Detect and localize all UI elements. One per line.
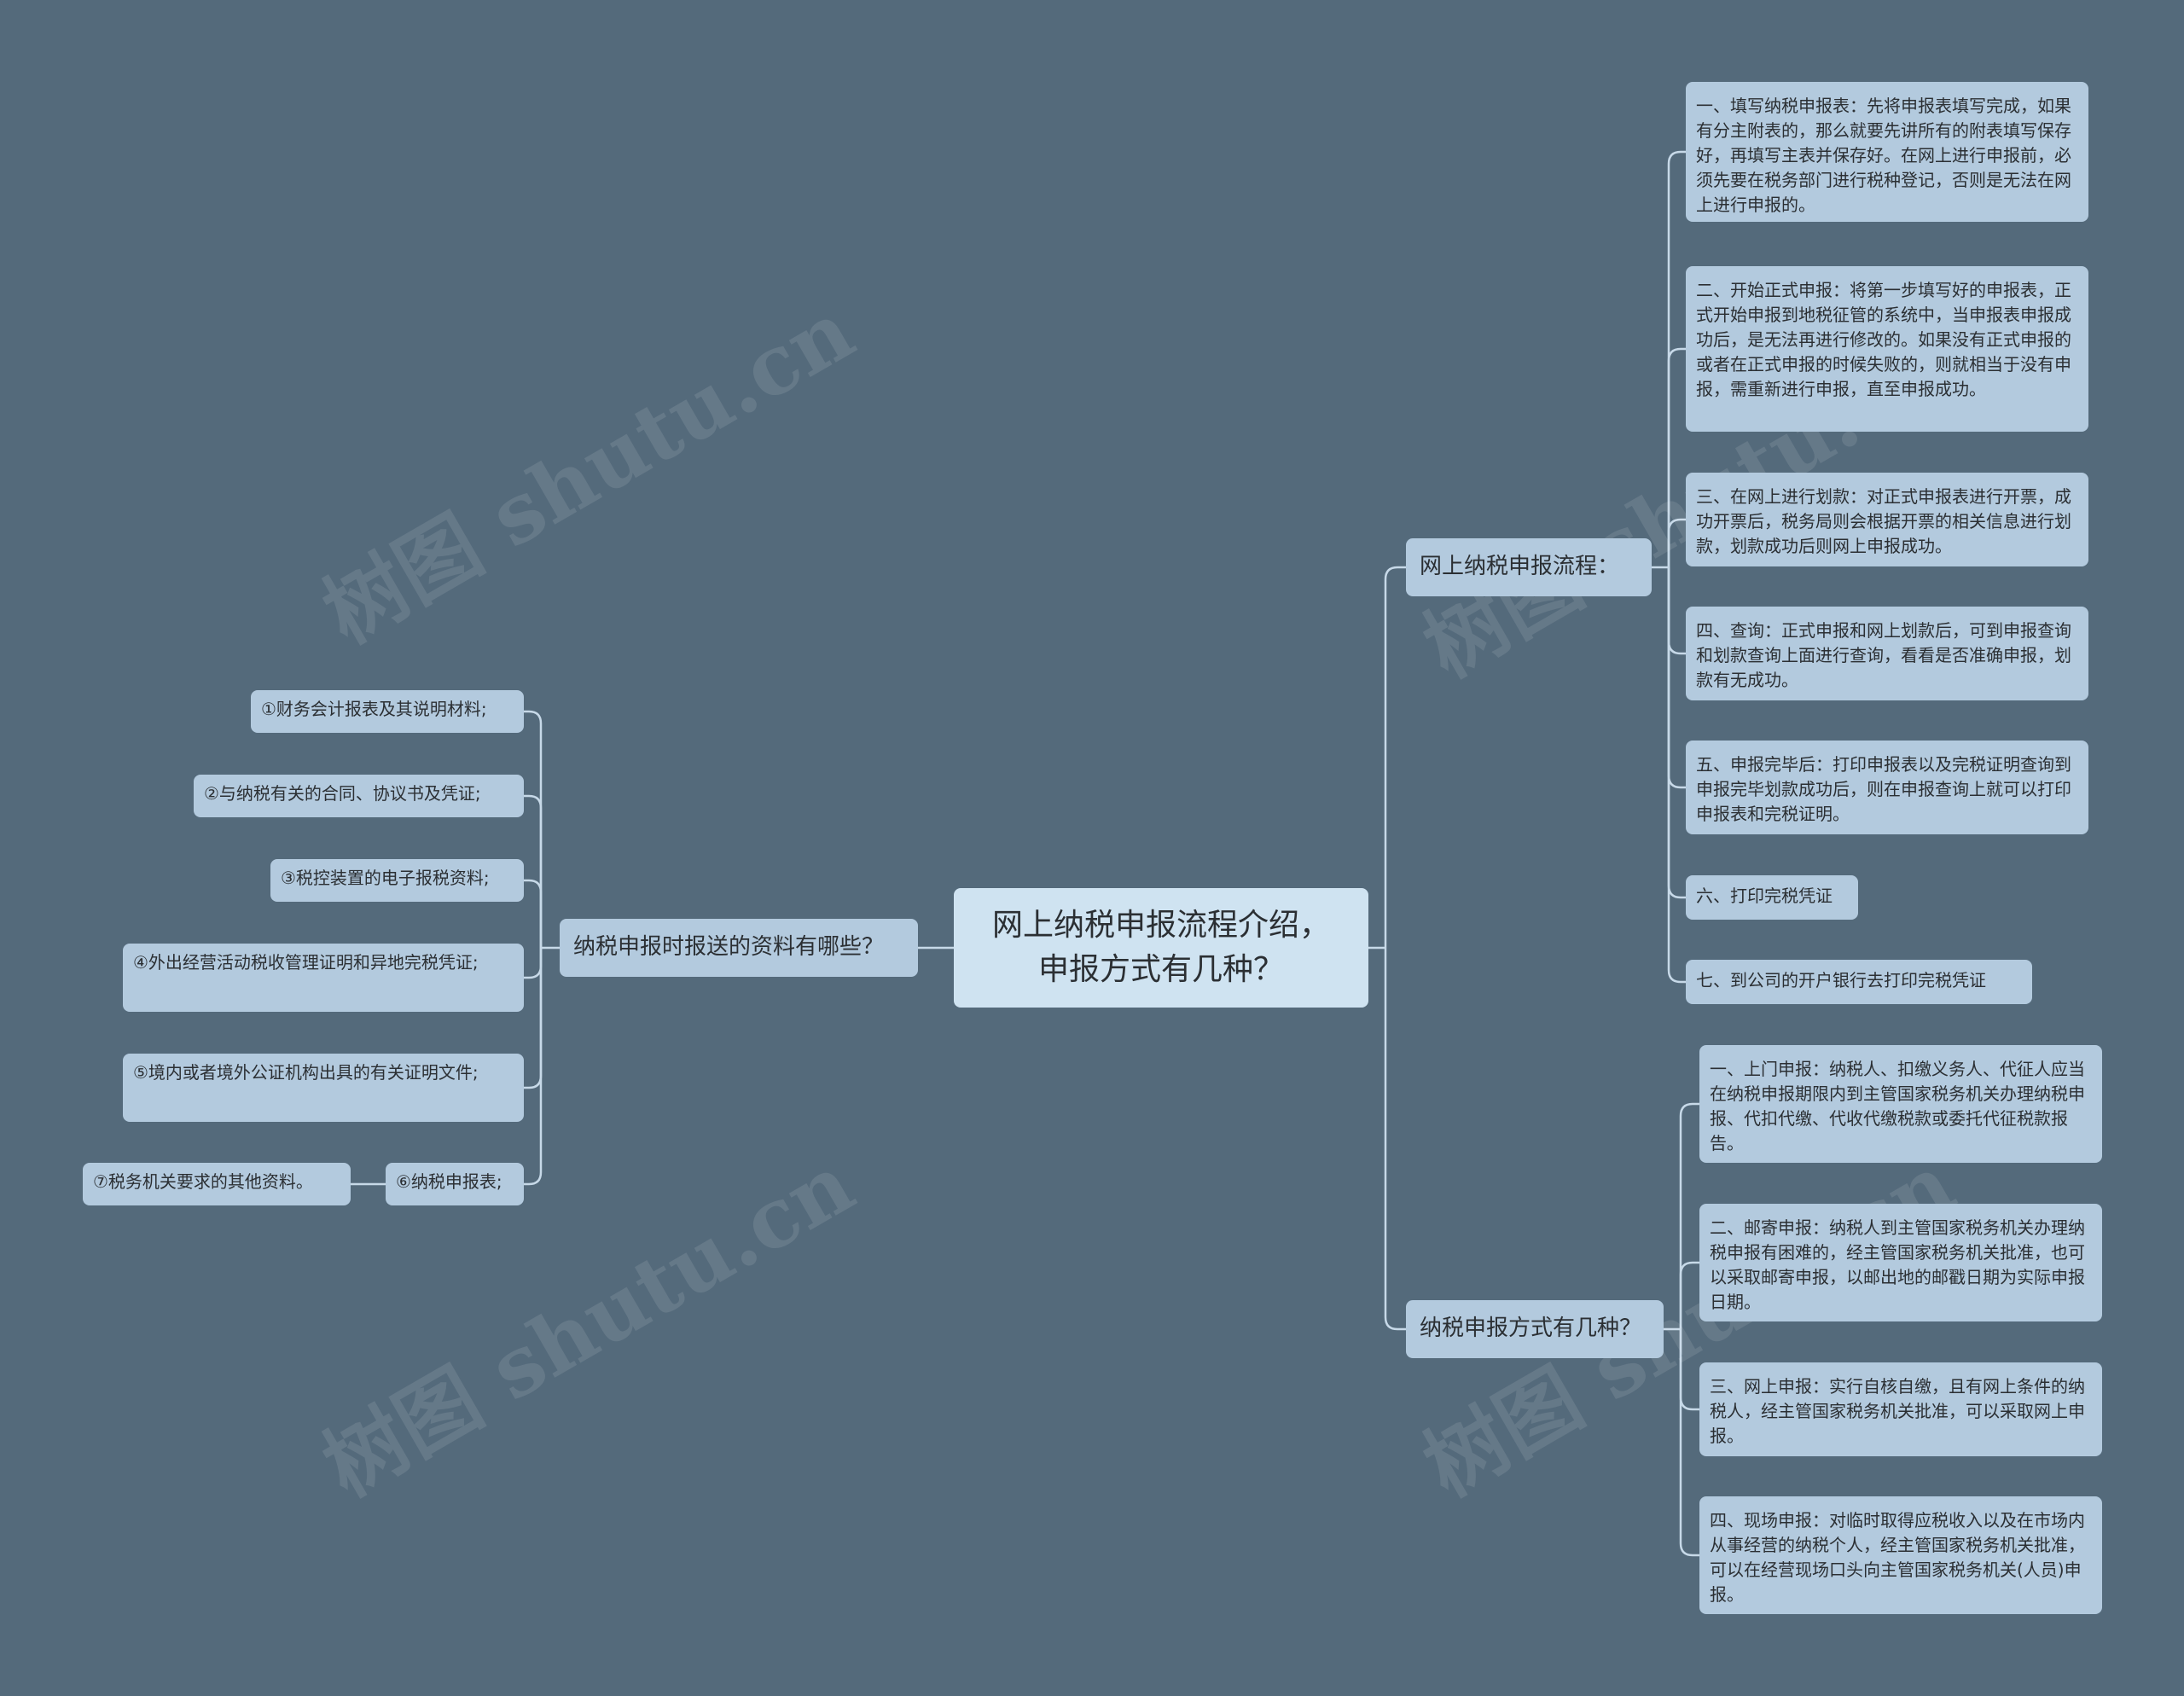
branch-to-leaf-connector xyxy=(1667,567,1686,984)
branch-to-leaf-connector xyxy=(1667,150,1686,567)
material-item[interactable]: ③税控装置的电子报税资料; xyxy=(270,859,524,902)
branch-to-leaf-connector xyxy=(1667,567,1686,789)
material-item[interactable]: ④外出经营活动税收管理证明和异地完税凭证; xyxy=(123,944,524,1012)
branch-to-leaf-connector xyxy=(524,710,543,948)
branch-to-leaf-connector xyxy=(1679,1329,1699,1411)
material-item[interactable]: ①财务会计报表及其说明材料; xyxy=(251,690,524,733)
material-item[interactable]: ②与纳税有关的合同、协议书及凭证; xyxy=(194,775,524,817)
branch-to-leaf-connector xyxy=(524,948,543,1089)
root-to-branch-connector xyxy=(1384,948,1406,1331)
branch-to-leaf-connector xyxy=(524,948,543,1186)
branch-to-leaf-connector xyxy=(1679,1102,1699,1329)
material-item[interactable]: ⑤境内或者境外公证机构出具的有关证明文件; xyxy=(123,1054,524,1122)
material-sub-item[interactable]: ⑦税务机关要求的其他资料。 xyxy=(83,1163,351,1205)
branch-to-leaf-connector xyxy=(524,948,543,979)
process-step[interactable]: 三、在网上进行划款：对正式申报表进行开票，成功开票后，税务局则会根据开票的相关信… xyxy=(1686,473,2088,566)
branch-to-leaf-connector xyxy=(1679,1261,1699,1329)
branch-to-leaf-connector xyxy=(1679,1329,1699,1557)
branch-to-leaf-connector xyxy=(1667,567,1686,899)
branch-to-leaf-connector xyxy=(1667,518,1686,567)
process-step[interactable]: 二、开始正式申报：将第一步填写好的申报表，正式开始申报到地税征管的系统中，当申报… xyxy=(1686,266,2088,432)
branch-to-leaf-connector xyxy=(1667,347,1686,567)
root-to-branch-connector xyxy=(1384,566,1406,948)
filing-method[interactable]: 二、邮寄申报：纳税人到主管国家税务机关办理纳税申报有困难的，经主管国家税务机关批… xyxy=(1699,1204,2102,1321)
material-item[interactable]: ⑥纳税申报表; xyxy=(386,1163,524,1205)
branch-to-leaf-connector xyxy=(524,794,543,948)
process-step[interactable]: 四、查询：正式申报和网上划款后，可到申报查询和划款查询上面进行查询，看看是否准确… xyxy=(1686,607,2088,700)
process-step[interactable]: 一、填写纳税申报表：先将申报表填写完成，如果有分主附表的，那么就要先讲所有的附表… xyxy=(1686,82,2088,222)
branch-materials[interactable]: 纳税申报时报送的资料有哪些？ xyxy=(560,919,918,977)
filing-method[interactable]: 一、上门申报：纳税人、扣缴义务人、代征人应当在纳税申报期限内到主管国家税务机关办… xyxy=(1699,1045,2102,1163)
branch-to-leaf-connector xyxy=(1667,567,1686,655)
branch-to-leaf-connector xyxy=(524,879,543,948)
filing-method[interactable]: 三、网上申报：实行自核自缴，且有网上条件的纳税人，经主管国家税务机关批准，可以采… xyxy=(1699,1362,2102,1456)
branch-online-process[interactable]: 网上纳税申报流程： xyxy=(1406,538,1652,596)
process-step[interactable]: 五、申报完毕后：打印申报表以及完税证明查询到申报完毕划款成功后，则在申报查询上就… xyxy=(1686,741,2088,834)
process-step[interactable]: 六、打印完税凭证 xyxy=(1686,875,1858,920)
root-topic[interactable]: 网上纳税申报流程介绍， 申报方式有几种？ xyxy=(954,888,1368,1008)
filing-method[interactable]: 四、现场申报：对临时取得应税收入以及在市场内从事经营的纳税个人，经主管国家税务机… xyxy=(1699,1496,2102,1614)
process-step[interactable]: 七、到公司的开户银行去打印完税凭证 xyxy=(1686,960,2032,1004)
branch-filing-methods[interactable]: 纳税申报方式有几种？ xyxy=(1406,1300,1664,1358)
